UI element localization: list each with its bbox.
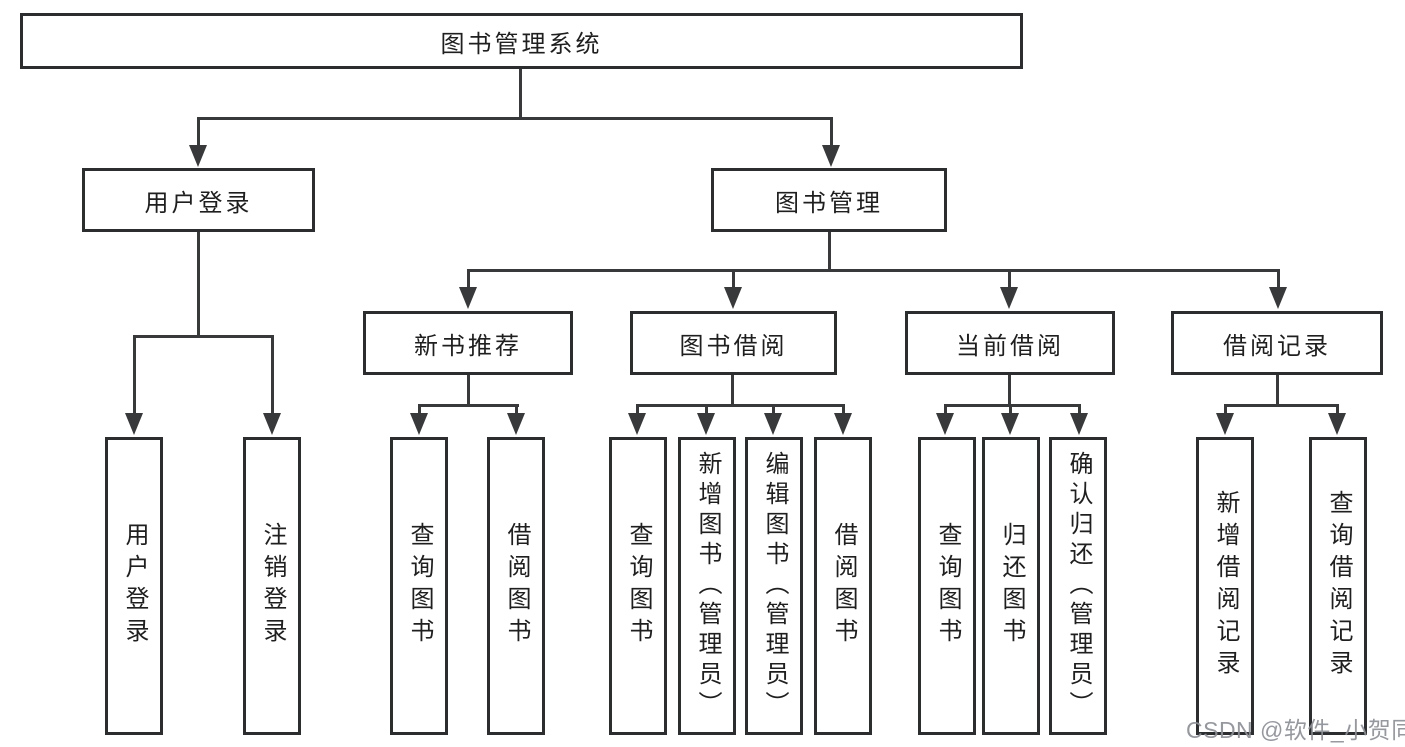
connector-drop-new-book-recommend — [467, 269, 470, 289]
node-user-login: 用户登录 — [82, 168, 315, 232]
connector-user-login-stem — [197, 232, 200, 337]
connector-drop — [515, 404, 518, 416]
leaf-query-books-recommend-label: 查询图书 — [406, 522, 433, 650]
arrow-down-icon — [1328, 413, 1346, 435]
leaf-logout: 注销登录 — [243, 437, 301, 735]
leaf-query-borrow-record-label: 查询借阅记录 — [1325, 490, 1352, 682]
connector-borrow-records-rail — [1224, 404, 1339, 407]
arrow-down-icon — [697, 413, 715, 435]
arrow-down-icon — [1070, 413, 1088, 435]
arrow-down-icon — [822, 145, 840, 167]
connector-book-borrow-rail — [636, 404, 845, 407]
arrow-down-icon — [410, 413, 428, 435]
arrow-down-icon — [125, 413, 143, 435]
connector-book-management-stem — [828, 232, 831, 272]
arrow-down-icon — [1216, 413, 1234, 435]
connector-drop-book-management — [830, 117, 833, 147]
leaf-edit-books-admin-label: 编辑图书（管理员） — [761, 451, 788, 721]
connector-drop-borrow-records — [1277, 269, 1280, 289]
connector-drop — [842, 404, 845, 416]
connector-user-login-rail — [133, 335, 274, 338]
arrow-down-icon — [1001, 413, 1019, 435]
leaf-confirm-return-admin: 确认归还（管理员） — [1049, 437, 1107, 735]
leaf-query-books-borrow-label: 查询图书 — [625, 522, 652, 650]
arrow-down-icon — [1269, 287, 1287, 309]
connector-drop — [1078, 404, 1081, 416]
node-book-management: 图书管理 — [711, 168, 947, 232]
leaf-query-books-current-label: 查询图书 — [934, 522, 961, 650]
arrow-down-icon — [459, 287, 477, 309]
leaf-confirm-return-admin-label: 确认归还（管理员） — [1065, 451, 1092, 721]
node-book-borrow: 图书借阅 — [630, 311, 837, 375]
connector-drop-book-borrow — [732, 269, 735, 289]
connector-borrow-records-stem — [1276, 375, 1279, 407]
connector-drop — [636, 404, 639, 416]
arrow-down-icon — [936, 413, 954, 435]
leaf-user-login: 用户登录 — [105, 437, 163, 735]
connector-drop — [1336, 404, 1339, 416]
connector-book-borrow-stem — [731, 375, 734, 407]
csdn-watermark: CSDN @软件_小贺同学 — [1186, 717, 1405, 743]
leaf-add-books-admin-label: 新增图书（管理员） — [694, 451, 721, 721]
leaf-return-books: 归还图书 — [982, 437, 1040, 735]
leaf-logout-label: 注销登录 — [259, 522, 286, 650]
node-library-management-system: 图书管理系统 — [20, 13, 1023, 69]
leaf-add-borrow-record: 新增借阅记录 — [1196, 437, 1254, 735]
leaf-add-borrow-record-label: 新增借阅记录 — [1212, 490, 1239, 682]
leaf-borrow-books: 借阅图书 — [814, 437, 872, 735]
connector-drop — [772, 404, 775, 416]
connector-drop — [1224, 404, 1227, 416]
node-borrow-records: 借阅记录 — [1171, 311, 1383, 375]
leaf-edit-books-admin: 编辑图书（管理员） — [745, 437, 803, 735]
arrow-down-icon — [263, 413, 281, 435]
leaf-user-login-label: 用户登录 — [121, 522, 148, 650]
leaf-query-borrow-record: 查询借阅记录 — [1309, 437, 1367, 735]
arrow-down-icon — [507, 413, 525, 435]
connector-drop-user-login — [197, 117, 200, 147]
connector-recommend-stem — [467, 375, 470, 407]
node-current-borrow: 当前借阅 — [905, 311, 1115, 375]
connector-drop-current-borrow — [1008, 269, 1011, 289]
leaf-query-books-borrow: 查询图书 — [609, 437, 667, 735]
connector-current-borrow-stem — [1008, 375, 1011, 407]
leaf-query-books-current: 查询图书 — [918, 437, 976, 735]
connector-drop — [944, 404, 947, 416]
arrow-down-icon — [764, 413, 782, 435]
leaf-return-books-label: 归还图书 — [998, 522, 1025, 650]
connector-book-management-rail — [467, 269, 1280, 272]
arrow-down-icon — [834, 413, 852, 435]
connector-drop — [705, 404, 708, 416]
arrow-down-icon — [1000, 287, 1018, 309]
leaf-borrow-books-recommend-label: 借阅图书 — [503, 522, 530, 650]
connector-drop — [1009, 404, 1012, 416]
arrow-down-icon — [628, 413, 646, 435]
leaf-add-books-admin: 新增图书（管理员） — [678, 437, 736, 735]
connector-drop — [418, 404, 421, 416]
arrow-down-icon — [189, 145, 207, 167]
connector-root-rail — [197, 117, 833, 120]
connector-current-borrow-rail — [944, 404, 1081, 407]
node-new-book-recommend: 新书推荐 — [363, 311, 573, 375]
arrow-down-icon — [724, 287, 742, 309]
leaf-borrow-books-label: 借阅图书 — [830, 522, 857, 650]
leaf-query-books-recommend: 查询图书 — [390, 437, 448, 735]
connector-drop-leaf-logout — [271, 335, 274, 415]
connector-drop-leaf-user-login — [133, 335, 136, 415]
leaf-borrow-books-recommend: 借阅图书 — [487, 437, 545, 735]
connector-recommend-rail — [418, 404, 519, 407]
connector-root-stem — [519, 69, 522, 119]
